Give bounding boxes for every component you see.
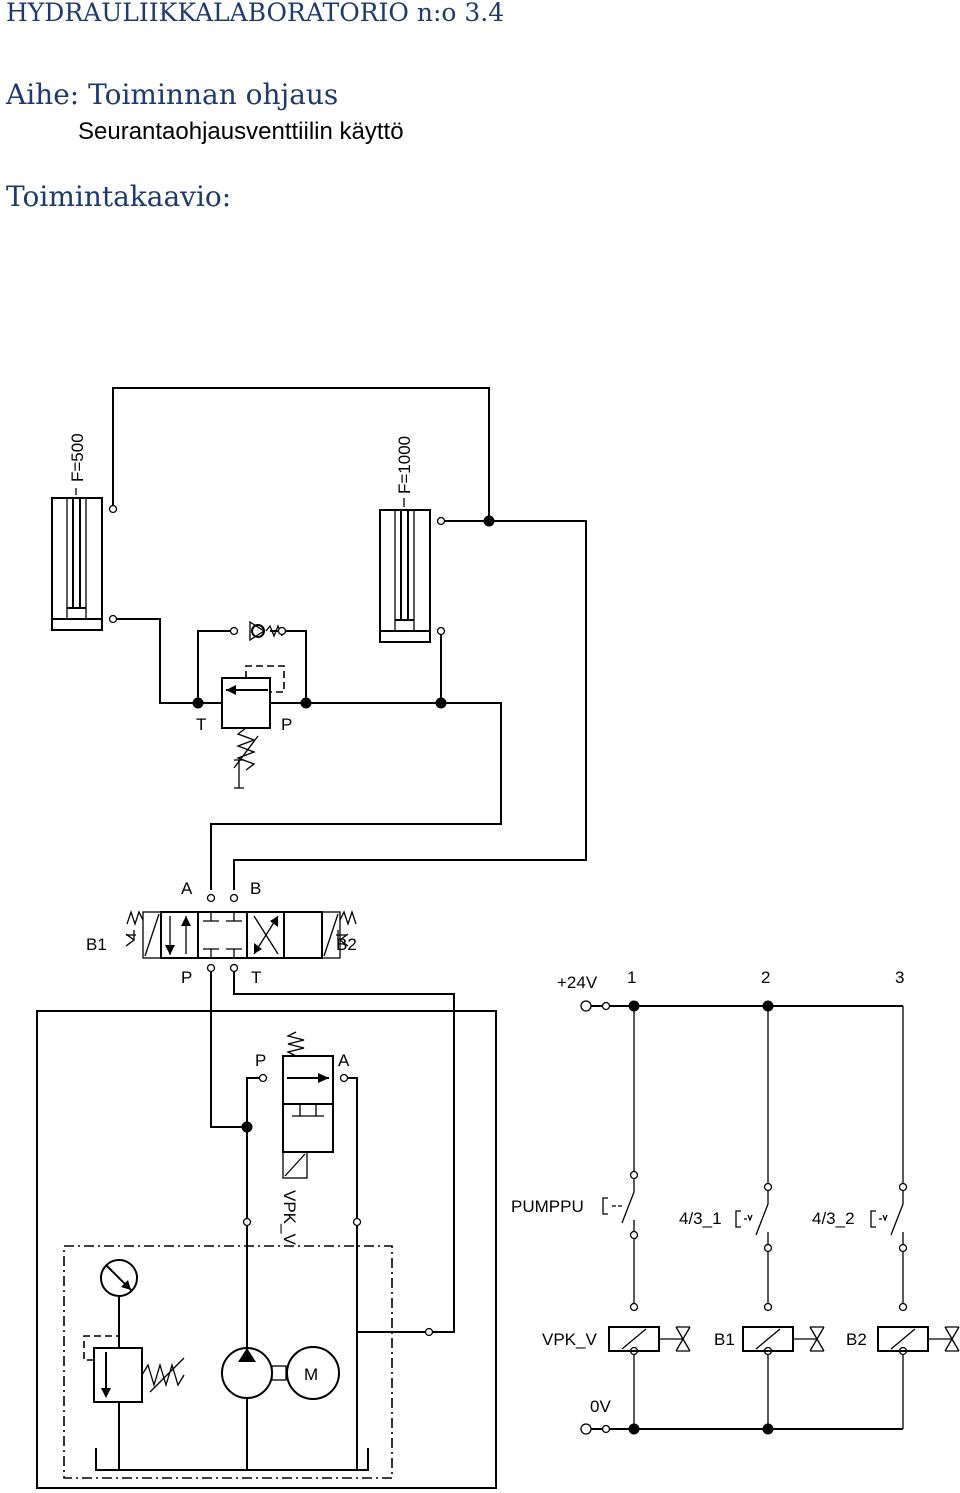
branch-number-3: 3 <box>895 968 904 987</box>
hydraulic-pump <box>221 1347 287 1399</box>
electric-circuit <box>580 1000 908 1435</box>
coil-label-b2: B2 <box>846 1330 867 1349</box>
junction-dots <box>192 515 495 1133</box>
motor-label: M <box>304 1365 318 1384</box>
coil-b2 <box>877 1326 960 1352</box>
cylinder-1 <box>51 488 103 631</box>
pump-unit-boundary <box>63 1245 393 1479</box>
coil-label-vpk: VPK_V <box>542 1330 597 1349</box>
relief-port-t-label: T <box>196 715 206 734</box>
directional-valve-4-3 <box>125 909 357 959</box>
vpk-port-p-label: P <box>255 1051 266 1070</box>
hydraulic-lines <box>95 387 587 1471</box>
cylinder-1-force-label: F=500 <box>68 433 87 482</box>
solenoid-b1-label: B1 <box>86 935 107 954</box>
coil-label-b1: B1 <box>714 1330 735 1349</box>
diagram-heading: Toimintakaavio: <box>6 180 232 213</box>
electric-motor <box>286 1346 340 1400</box>
lab-title: HYDRAULIIKKALABORATORIO n:o 3.4 <box>6 0 505 27</box>
branch-number-1: 1 <box>627 968 636 987</box>
valve-port-t-label: T <box>251 968 261 987</box>
branch-number-2: 2 <box>761 968 770 987</box>
power-unit-frame <box>36 1010 497 1489</box>
coil-b1 <box>742 1326 825 1352</box>
relief-port-p-label: P <box>281 715 292 734</box>
subtopic-heading: Seurantaohjausventtiilin käyttö <box>78 118 404 145</box>
valve-port-p-label: P <box>181 968 192 987</box>
valve-port-b-label: B <box>250 879 261 898</box>
ground-label: 0V <box>590 1397 611 1416</box>
coil-vpk <box>608 1326 691 1352</box>
vpk-port-a-label: A <box>338 1051 350 1070</box>
switch-4-3-1 <box>735 1191 769 1244</box>
valve-port-a-label: A <box>181 879 193 898</box>
supply-label: +24V <box>557 973 598 992</box>
switch-4-3-2 <box>870 1191 904 1244</box>
topic-heading: Aihe: Toiminnan ohjaus <box>6 78 339 111</box>
vpk-valve-label: VPK_V <box>280 1190 299 1245</box>
switch-pumppu <box>602 1179 635 1231</box>
switch-label-4-3-2: 4/3_2 <box>812 1209 855 1228</box>
solenoid-b2-label: B2 <box>336 935 357 954</box>
pressure-gauge <box>100 1259 138 1330</box>
vpk-valve <box>282 1031 334 1179</box>
switch-label-4-3-1: 4/3_1 <box>679 1209 722 1228</box>
unit-relief-valve <box>83 1335 185 1403</box>
cylinder-2-force-label: F=1000 <box>395 436 414 494</box>
switch-label-pumppu: PUMPPU <box>511 1197 584 1216</box>
port-circles <box>108 504 446 1337</box>
cylinder-2 <box>379 498 431 643</box>
pressure-relief-valve <box>221 665 285 789</box>
